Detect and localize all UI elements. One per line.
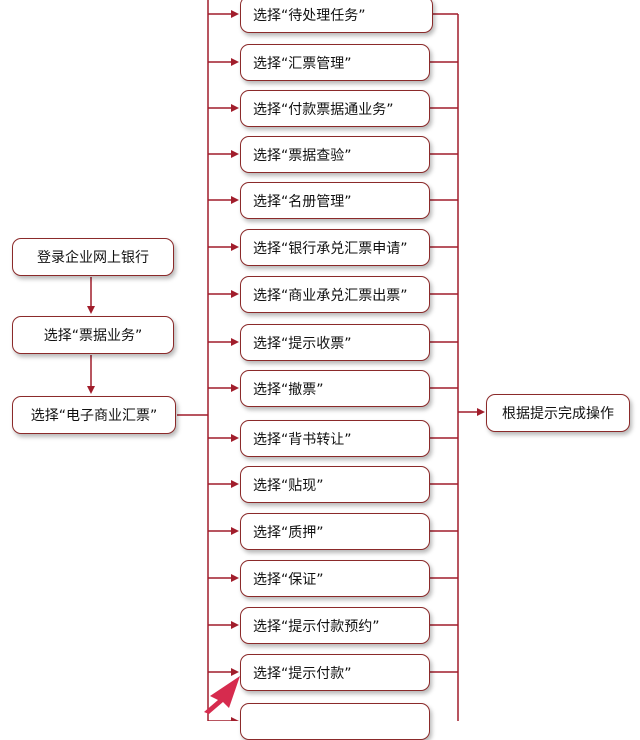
option-step: 选择“提示收票” xyxy=(240,324,430,361)
connector-arrowhead xyxy=(231,717,239,721)
option-step: 选择“提示付款” xyxy=(240,654,430,691)
login-bank-step: 登录企业网上银行 xyxy=(12,238,174,276)
option-step: 选择“汇票管理” xyxy=(240,44,430,81)
option-step-label: 选择“商业承兑汇票出票” xyxy=(253,287,408,304)
option-step: 选择“提示付款预约” xyxy=(240,607,430,644)
connector-arrowhead xyxy=(231,621,239,629)
option-step-label: 选择“撤票” xyxy=(253,381,324,398)
connector-arrowhead xyxy=(231,338,239,346)
option-step: 选择“保证” xyxy=(240,560,430,597)
complete-operation-step: 根据提示完成操作 xyxy=(486,394,630,432)
option-step: 选择“票据查验” xyxy=(240,136,430,173)
connector-arrowhead xyxy=(231,290,239,298)
option-step-label: 选择“提示收票” xyxy=(253,335,352,352)
connector-arrowhead xyxy=(231,574,239,582)
connector-arrowhead xyxy=(477,408,485,416)
option-step-label: 选择“背书转让” xyxy=(253,431,352,448)
e-commercial-draft-label: 选择“电子商业汇票” xyxy=(30,408,158,424)
connector-arrowhead xyxy=(231,243,239,251)
option-step: 选择“银行承兑汇票申请” xyxy=(240,229,430,266)
bill-business-step: 选择“票据业务” xyxy=(12,316,174,354)
option-step: 选择“背书转让” xyxy=(240,420,430,457)
option-step: 选择“贴现” xyxy=(240,466,430,503)
connector-arrowhead xyxy=(231,527,239,535)
option-step-label: 选择“银行承兑汇票申请” xyxy=(253,240,408,257)
connector-layer xyxy=(87,0,485,721)
highlight-pointer-arrow xyxy=(204,676,240,714)
option-step: 选择“付款票据通业务” xyxy=(240,90,430,127)
option-step-label: 选择“票据查验” xyxy=(253,147,352,164)
option-step-label: 选择“提示付款预约” xyxy=(253,618,380,635)
option-step-label: 选择“付款票据通业务” xyxy=(253,101,394,118)
option-step-label: 选择“待处理任务” xyxy=(253,7,366,24)
option-step-label: 选择“汇票管理” xyxy=(253,55,352,72)
login-bank-label: 登录企业网上银行 xyxy=(37,250,149,266)
connector-arrowhead xyxy=(231,434,239,442)
option-step-label: 选择“质押” xyxy=(253,524,324,541)
complete-operation-label: 根据提示完成操作 xyxy=(502,406,614,422)
connector-arrowhead xyxy=(231,384,239,392)
option-step-label: 选择“贴现” xyxy=(253,477,324,494)
connector-arrowhead xyxy=(87,386,95,394)
e-commercial-draft-step: 选择“电子商业汇票” xyxy=(12,396,176,434)
connector-arrowhead xyxy=(231,10,239,18)
connector-arrowhead xyxy=(231,668,239,676)
connector-arrowhead xyxy=(87,306,95,314)
option-step-label: 选择“提示付款” xyxy=(253,665,352,682)
connector-arrowhead xyxy=(231,150,239,158)
connector-arrowhead xyxy=(231,104,239,112)
option-step: 选择“质押” xyxy=(240,513,430,550)
option-step-label: 选择“保证” xyxy=(253,571,324,588)
connector-arrowhead xyxy=(231,480,239,488)
option-step: 选择“待处理任务” xyxy=(240,0,433,33)
bill-business-label: 选择“票据业务” xyxy=(43,328,143,344)
option-step xyxy=(240,703,430,740)
connector-arrowhead xyxy=(231,58,239,66)
option-step: 选择“名册管理” xyxy=(240,182,430,219)
option-step: 选择“撤票” xyxy=(240,370,430,407)
option-step: 选择“商业承兑汇票出票” xyxy=(240,276,430,313)
option-step-label: 选择“名册管理” xyxy=(253,193,352,210)
connector-arrowhead xyxy=(231,196,239,204)
